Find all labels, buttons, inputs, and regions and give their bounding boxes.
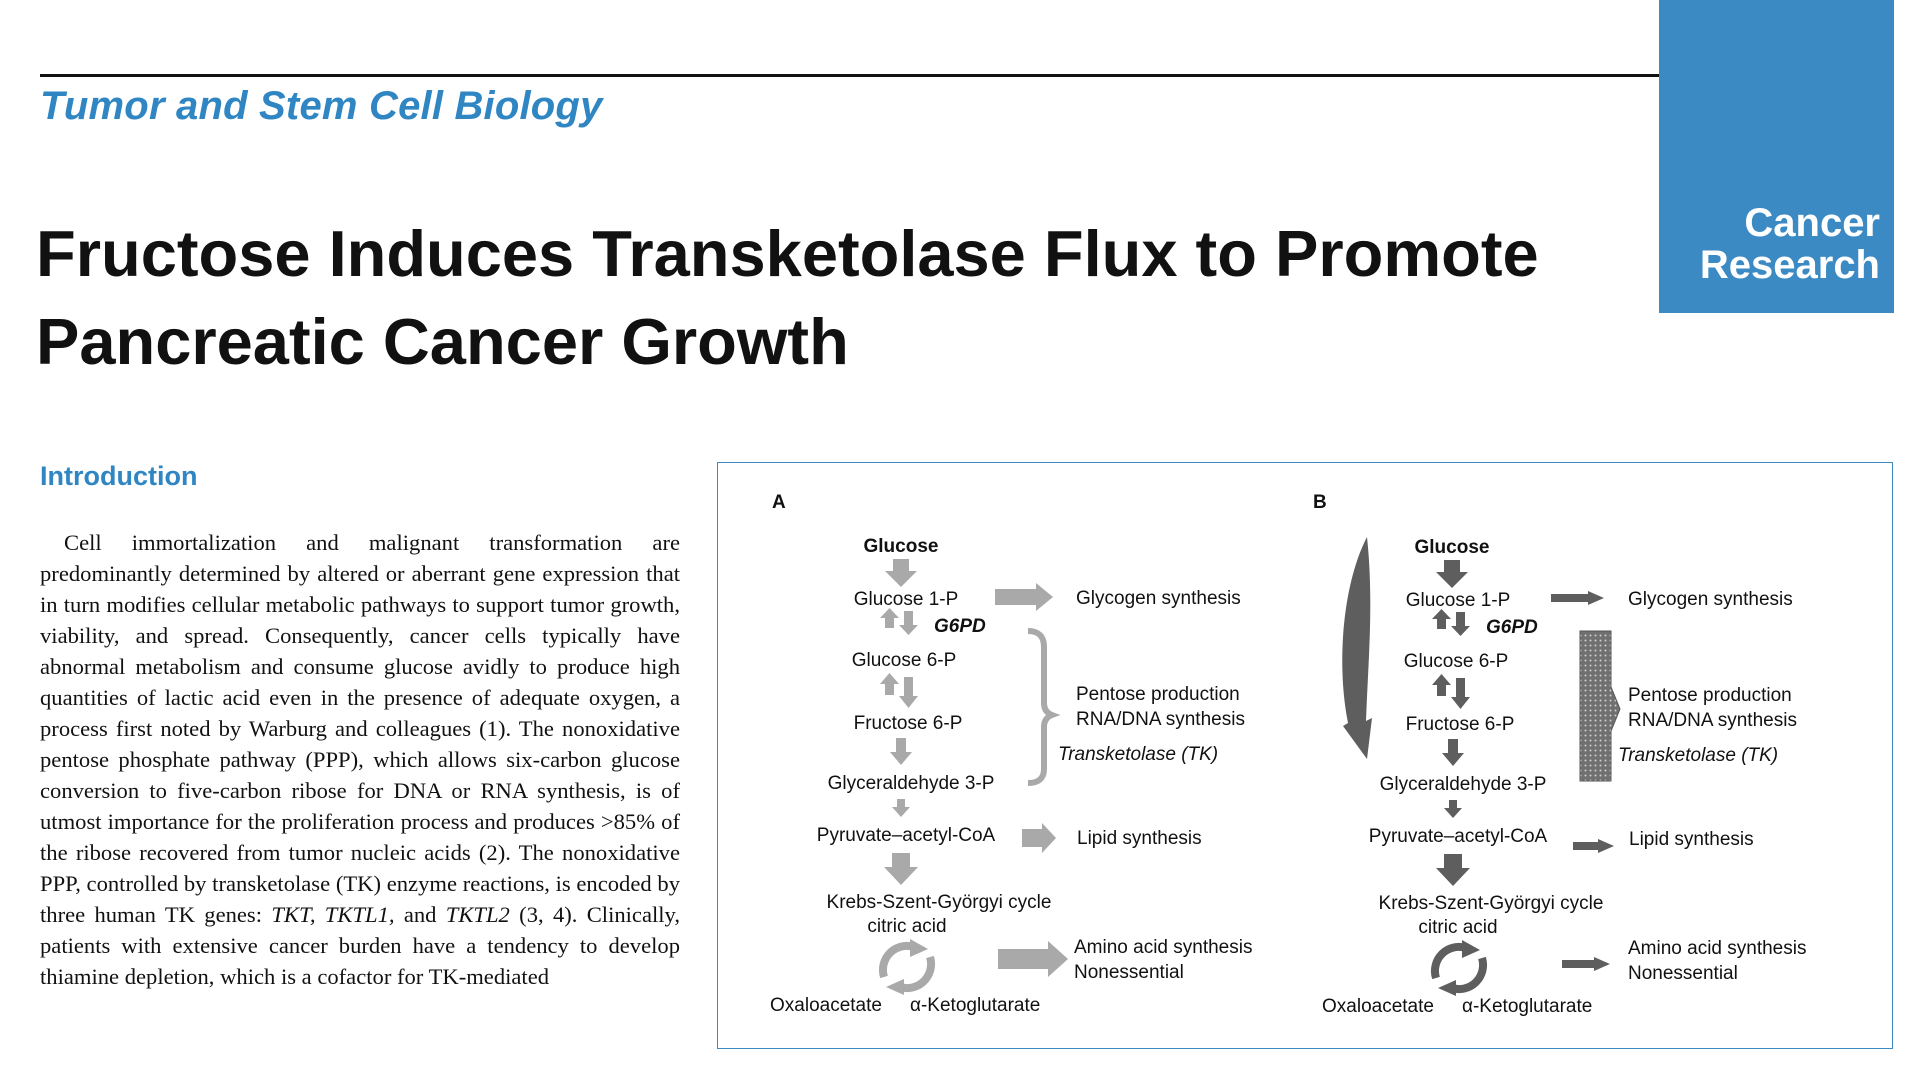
panel-a-glycogen: Glycogen synthesis: [1076, 588, 1241, 609]
panel-b-arrow-g3p-pyruvate: [1444, 800, 1462, 818]
panel-a-fructose-6p: Fructose 6-P: [854, 713, 963, 734]
panel-b-glucose-6p: Glucose 6-P: [1404, 651, 1509, 672]
panel-b-cycle-icon: [1430, 942, 1488, 994]
panel-a-arrow-g3p-pyruvate: [892, 799, 910, 817]
panel-b-pyruvate: Pyruvate–acetyl-CoA: [1369, 826, 1548, 847]
panel-b-citric-acid: citric acid: [1418, 917, 1497, 938]
panel-b-amino: Amino acid synthesis: [1628, 938, 1806, 959]
panel-b-arrows-6p-f6p: [1432, 674, 1470, 709]
panel-a-arrow-lipid: [1022, 823, 1056, 853]
panel-a-rnadna: RNA/DNA synthesis: [1076, 709, 1245, 730]
panel-a-citric-acid: citric acid: [867, 916, 946, 937]
journal-name-line2: Research: [1699, 243, 1880, 287]
panel-b-rnadna: RNA/DNA synthesis: [1628, 710, 1797, 731]
paragraph-text-part1: Cell immortalization and malignant trans…: [40, 530, 680, 927]
panel-a: A Glucose Glucose 1-P G6PD Glucose 6-P F…: [770, 492, 1252, 1016]
introduction-heading: Introduction: [40, 461, 198, 491]
panel-a-cycle-icon: [878, 941, 936, 993]
panel-b-arrow-amino: [1562, 957, 1610, 971]
panel-a-cycle-arrowheads: [886, 939, 928, 995]
panel-b-glyceraldehyde: Glyceraldehyde 3-P: [1380, 774, 1547, 795]
panel-a-lipid: Lipid synthesis: [1077, 828, 1202, 849]
panel-b-ketoglutarate: α-Ketoglutarate: [1462, 996, 1592, 1017]
panel-b-label: B: [1313, 492, 1327, 513]
pathway-figure: A Glucose Glucose 1-P G6PD Glucose 6-P F…: [770, 492, 1806, 1017]
gene-names-italic: TKT, TKTL1,: [271, 902, 395, 927]
panel-b-arrows-1p-6p: [1432, 609, 1470, 636]
panel-a-amino: Amino acid synthesis: [1074, 937, 1252, 958]
section-label: Tumor and Stem Cell Biology: [40, 84, 603, 128]
panel-a-glucose-1p: Glucose 1-P: [854, 589, 959, 610]
paragraph-and: and: [394, 902, 446, 927]
panel-a-label: A: [772, 492, 786, 513]
introduction-body: Cell immortalization and malignant trans…: [40, 527, 680, 992]
journal-name-line1: Cancer: [1744, 201, 1880, 245]
panel-a-glucose: Glucose: [864, 536, 939, 557]
panel-a-arrow-f6p-g3p: [890, 738, 912, 765]
panel-b-nonessential: Nonessential: [1628, 963, 1738, 984]
header-rule: [40, 74, 1660, 77]
panel-a-g6pd: G6PD: [934, 616, 986, 637]
panel-a-arrow-glucose-down: [885, 559, 917, 587]
journal-logo: Cancer Research: [1659, 0, 1894, 313]
panel-a-pyruvate: Pyruvate–acetyl-CoA: [817, 825, 996, 846]
panel-a-pentose: Pentose production: [1076, 684, 1240, 705]
panel-a-arrow-pyruvate-krebs: [884, 853, 918, 885]
panel-a-oxaloacetate: Oxaloacetate: [770, 995, 882, 1016]
panel-b-glucose-1p: Glucose 1-P: [1406, 590, 1511, 611]
panel-a-pentose-brace: [1027, 628, 1061, 786]
panel-b-arrow-f6p-g3p: [1442, 739, 1464, 766]
panel-b-arrow-pyruvate-krebs: [1436, 854, 1470, 886]
panel-b-fructose-6p: Fructose 6-P: [1406, 714, 1515, 735]
panel-b-pentose: Pentose production: [1628, 685, 1792, 706]
paragraph-text-part2: (3, 4). Clinically, patients with extens…: [40, 902, 681, 989]
panel-a-arrow-glycogen: [995, 583, 1053, 611]
gene-name-italic: TKTL2: [445, 902, 510, 927]
panel-b-glucose: Glucose: [1415, 537, 1490, 558]
panel-b-arrow-glycogen: [1551, 591, 1604, 605]
panel-b-glycogen: Glycogen synthesis: [1628, 589, 1793, 610]
panel-b-g6pd: G6PD: [1486, 617, 1538, 638]
panel-a-glucose-6p: Glucose 6-P: [852, 650, 957, 671]
introduction-paragraph: Cell immortalization and malignant trans…: [40, 527, 680, 992]
panel-b-pentose-block: [1579, 630, 1621, 782]
figure-panel: A Glucose Glucose 1-P G6PD Glucose 6-P F…: [717, 462, 1893, 1049]
panel-b-transketolase: Transketolase (TK): [1618, 745, 1778, 766]
panel-b-lipid: Lipid synthesis: [1629, 829, 1754, 850]
panel-b-arrow-lipid: [1573, 839, 1614, 853]
panel-b-arrow-glucose-down: [1436, 560, 1468, 588]
panel-b: B Glucose Glucose 1-P G6PD Glucose 6-P F…: [1313, 492, 1806, 1017]
panel-a-krebs: Krebs-Szent-Györgyi cycle: [827, 892, 1052, 913]
panel-a-arrow-amino: [998, 941, 1068, 977]
panel-b-krebs: Krebs-Szent-Györgyi cycle: [1379, 893, 1604, 914]
panel-b-cycle-arrowheads: [1438, 940, 1480, 996]
panel-b-oxaloacetate: Oxaloacetate: [1322, 996, 1434, 1017]
article-title: Fructose Induces Transketolase Flux to P…: [36, 217, 1539, 378]
panel-a-nonessential: Nonessential: [1074, 962, 1184, 983]
panel-b-bypass-arrow: [1342, 537, 1372, 759]
panel-a-arrows-1p-6p: [880, 608, 918, 635]
panel-a-arrows-6p-f6p: [880, 673, 918, 708]
panel-a-ketoglutarate: α-Ketoglutarate: [910, 995, 1040, 1016]
panel-a-transketolase: Transketolase (TK): [1058, 744, 1218, 765]
panel-a-glyceraldehyde: Glyceraldehyde 3-P: [828, 773, 995, 794]
